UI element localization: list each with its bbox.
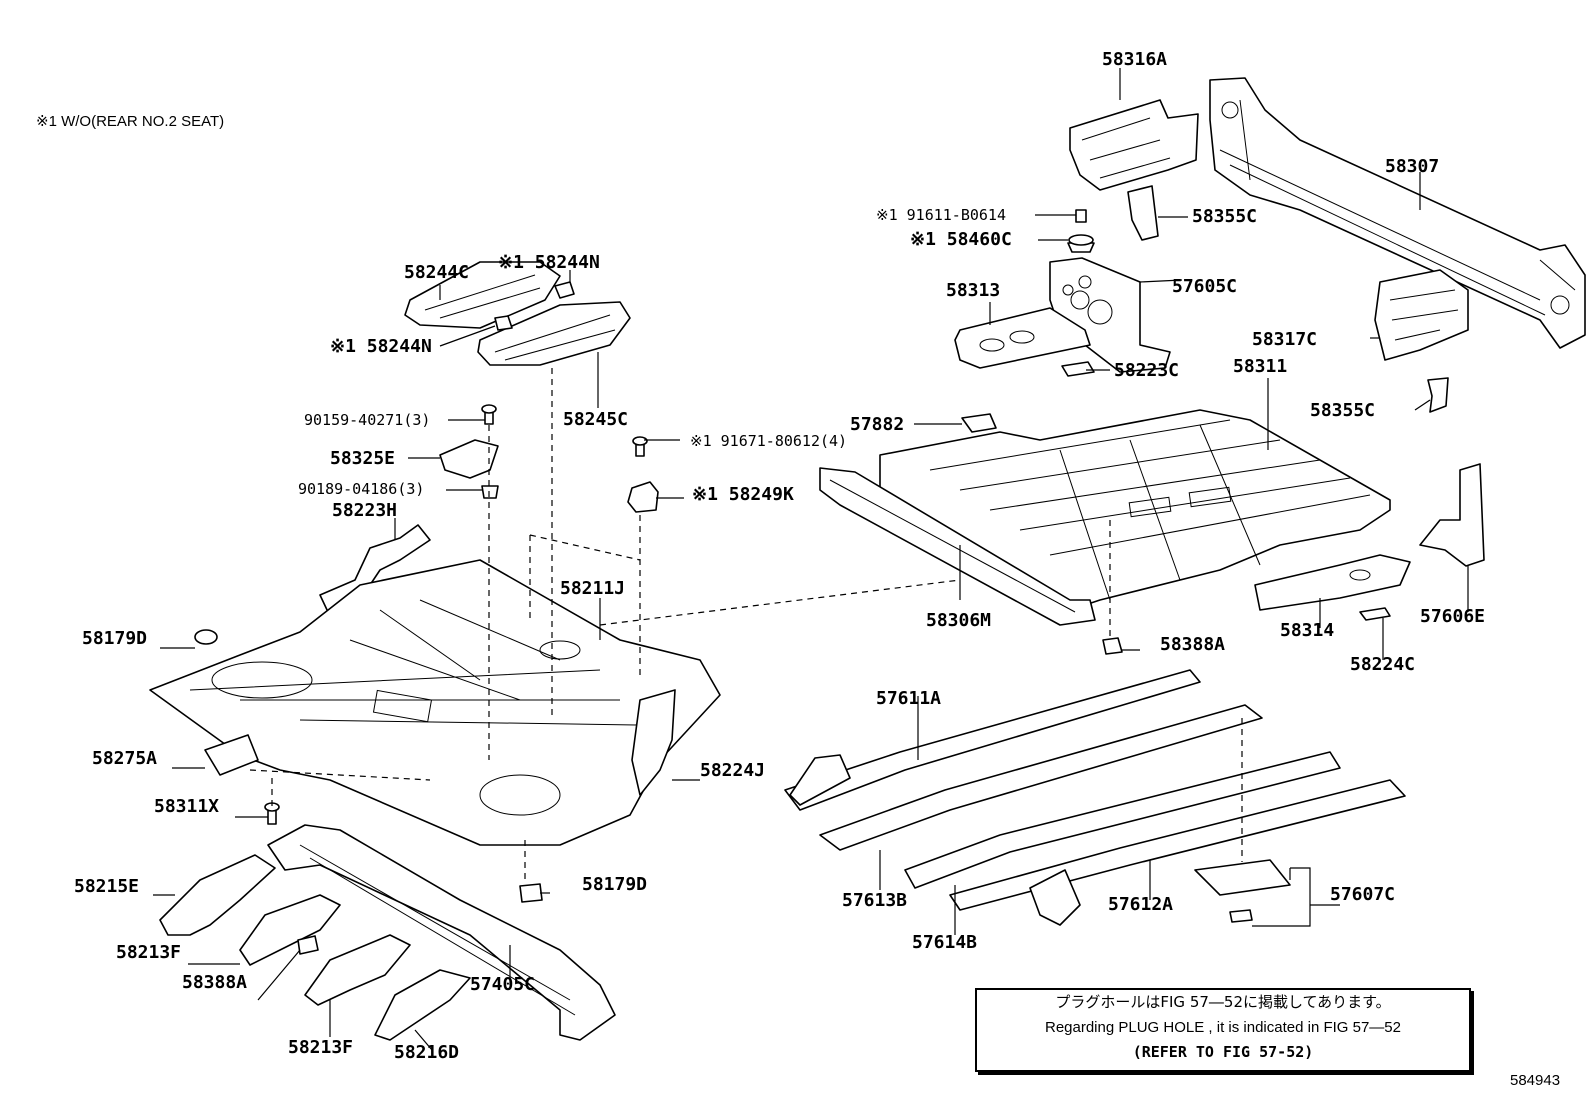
label-58244N-left: ※1 58244N [330, 336, 432, 357]
bolt-91611-shape [1067, 209, 1095, 253]
label-90189-04186: 90189-04186(3) [298, 480, 424, 498]
note-reference-text: (REFER TO FIG 57-52) [1132, 1043, 1314, 1061]
label-58275A: 58275A [92, 748, 157, 769]
label-57605C: 57605C [1172, 276, 1237, 297]
label-58179D-top: 58179D [82, 628, 147, 649]
part-58244N-top-shape [554, 281, 575, 299]
part-58249K-shape [627, 481, 659, 513]
part-58311-floor-shape [879, 409, 1391, 611]
part-58213F-bottom-shape [304, 934, 411, 1006]
part-58179D-bottom-shape [519, 883, 543, 903]
part-58213F-top-shape [239, 894, 341, 966]
part-57607C-shape [1194, 859, 1291, 923]
label-58224C: 58224C [1350, 654, 1415, 675]
part-58216D-shape [374, 969, 471, 1041]
label-58306M: 58306M [926, 610, 991, 631]
bolt-91671-shape [632, 436, 648, 457]
part-58244N-left-shape [494, 315, 513, 331]
label-58355C-top: 58355C [1192, 206, 1257, 227]
part-58355C-top-shape [1127, 185, 1159, 241]
label-90159-40271: 90159-40271(3) [304, 411, 430, 429]
label-58460C: ※1 58460C [910, 229, 1012, 250]
part-57606E-shape [1419, 463, 1485, 567]
label-57611A: 57611A [876, 688, 941, 709]
label-58388A-left: 58388A [182, 972, 247, 993]
part-57613B-shape [819, 704, 1263, 851]
bolt-58311X-shape [264, 802, 280, 825]
illustration-id: 584943 [1510, 1072, 1561, 1089]
part-58224C-shape [1359, 607, 1391, 621]
part-58211J-floor-shape [149, 559, 721, 846]
part-58316A-shape [1069, 99, 1199, 191]
label-58244C: 58244C [404, 262, 469, 283]
part-57611A-shape [784, 669, 1201, 811]
label-58311X: 58311X [154, 796, 219, 817]
part-58245C-shape [477, 301, 631, 366]
label-57606E: 57606E [1420, 606, 1485, 627]
part-58325E-shape [439, 439, 499, 479]
label-58211J: 58211J [560, 578, 625, 599]
part-58224J-shape [631, 689, 676, 796]
part-58244C-shape [404, 261, 561, 329]
part-58306M-shape [819, 467, 1096, 626]
label-57882: 57882 [850, 414, 904, 435]
footnote-text: ※1 W/O(REAR NO.2 SEAT) [36, 113, 224, 130]
part-58223C-shape [1061, 361, 1095, 377]
label-58316A: 58316A [1102, 49, 1167, 70]
part-58275A-shape [204, 734, 259, 776]
label-58216D: 58216D [394, 1042, 459, 1063]
part-58307-shape [1209, 77, 1586, 349]
part-58388A-right-shape [1102, 637, 1123, 655]
nut-90189-shape [481, 485, 499, 499]
label-57613B: 57613B [842, 890, 907, 911]
label-58213F-top: 58213F [116, 942, 181, 963]
label-58311: 58311 [1233, 356, 1287, 377]
label-58245C: 58245C [563, 409, 628, 430]
part-57882-shape [961, 413, 997, 433]
part-57614B-shape [904, 751, 1341, 889]
label-58313: 58313 [946, 280, 1000, 301]
bolt-90159-shape [481, 404, 497, 425]
part-58388A-left-shape [297, 935, 319, 955]
label-58307: 58307 [1385, 156, 1439, 177]
note-japanese-text: プラグホールはFIG 57―52に掲載してあります。 [1055, 993, 1391, 1011]
label-58355C-bottom: 58355C [1310, 400, 1375, 421]
label-57405C: 57405C [470, 974, 535, 995]
part-58314-shape [1254, 554, 1411, 611]
part-57605C-shape [1049, 257, 1171, 373]
label-58213F-bottom: 58213F [288, 1037, 353, 1058]
label-58215E: 58215E [74, 876, 139, 897]
label-58244N-top: ※1 58244N [498, 252, 600, 273]
label-57614B: 57614B [912, 932, 977, 953]
plug-hole-note-box: プラグホールはFIG 57―52に掲載してあります。 Regarding PLU… [975, 988, 1471, 1072]
label-58325E: 58325E [330, 448, 395, 469]
label-58249K: ※1 58249K [692, 484, 794, 505]
part-58215E-shape [159, 854, 276, 936]
label-58223H: 58223H [332, 500, 397, 521]
label-58388A-right: 58388A [1160, 634, 1225, 655]
leader-lines [153, 68, 1469, 1051]
label-58224J: 58224J [700, 760, 765, 781]
part-57405C-shape [267, 824, 616, 1041]
label-57607C: 57607C [1330, 884, 1395, 905]
part-58317C-shape [1374, 269, 1469, 361]
label-91611-B0614: ※1 91611-B0614 [876, 206, 1006, 224]
label-58314: 58314 [1280, 620, 1334, 641]
part-57612A-shape [949, 779, 1406, 926]
part-58313-shape [954, 307, 1091, 369]
part-58355C-bottom-shape [1427, 377, 1449, 413]
note-english-text: Regarding PLUG HOLE , it is indicated in… [1044, 1019, 1401, 1036]
label-57612A: 57612A [1108, 894, 1173, 915]
label-58317C: 58317C [1252, 329, 1317, 350]
label-58223C: 58223C [1114, 360, 1179, 381]
part-58179D-top-shape [194, 629, 218, 645]
assembly-dashed-lines [249, 368, 1243, 884]
label-58179D-bottom: 58179D [582, 874, 647, 895]
label-91671-80612: ※1 91671-80612(4) [690, 432, 847, 450]
